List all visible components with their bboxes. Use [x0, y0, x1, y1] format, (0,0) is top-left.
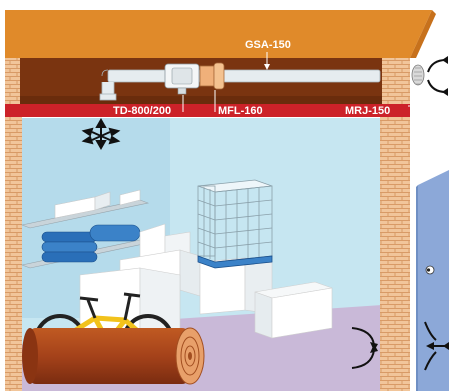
rolled-log	[22, 328, 204, 384]
label-duct: GSA-150	[245, 39, 291, 51]
door-knob-icon	[426, 266, 434, 274]
roof	[5, 10, 432, 58]
label-grille: MRJ-150	[345, 105, 390, 117]
neighbor-wall	[418, 170, 449, 391]
wall-grille-icon	[412, 65, 424, 85]
label-fan: TD-800/200	[113, 105, 171, 117]
label-silencer: MFL-160	[218, 105, 263, 117]
silencer	[200, 63, 224, 89]
attic-floor-shade	[20, 96, 382, 104]
neighbor-wall-edge	[416, 185, 418, 391]
